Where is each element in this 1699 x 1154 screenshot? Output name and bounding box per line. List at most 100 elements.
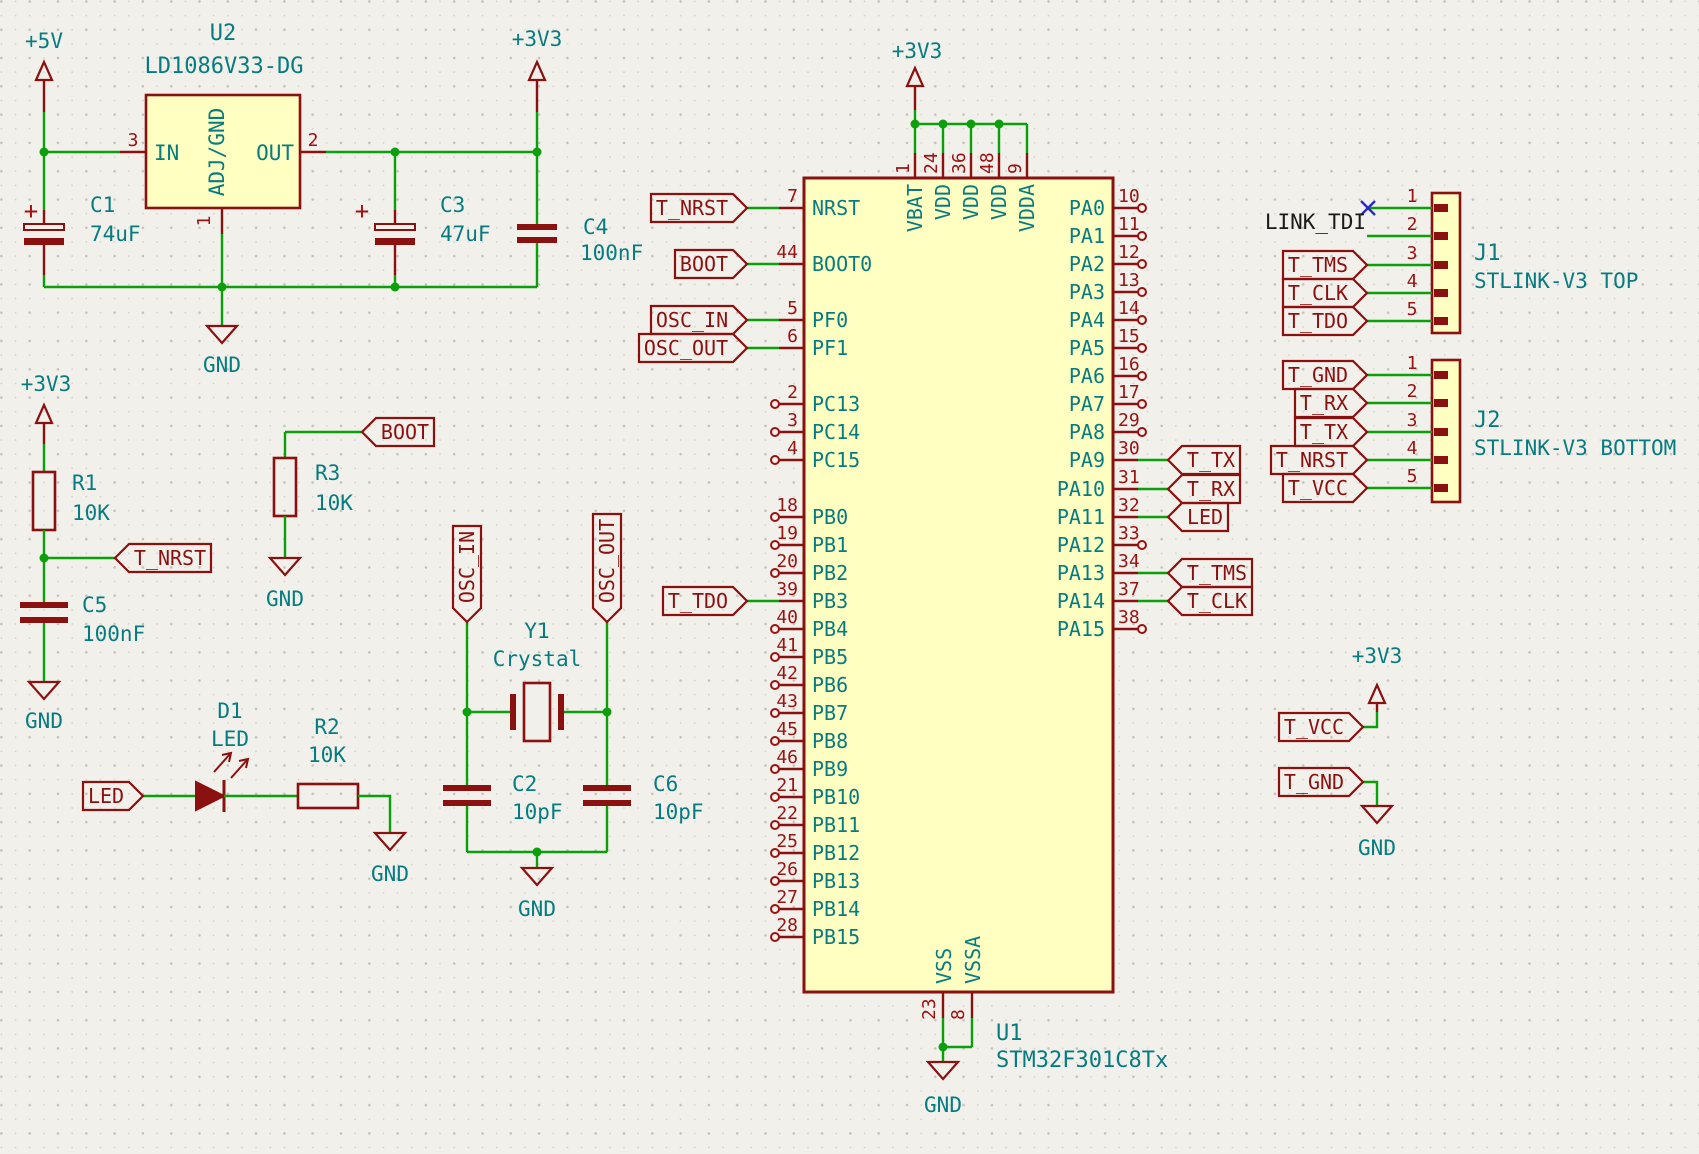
hlabel-T_VCC[interactable]: T_VCC xyxy=(1281,472,1369,504)
hlabel-T_RX[interactable]: T_RX xyxy=(1166,473,1242,505)
J1-pin-4[interactable]: 4T_CLK xyxy=(1281,271,1448,309)
power-flag-5v[interactable]: +5V xyxy=(25,29,63,152)
part-value[interactable]: 74uF xyxy=(90,222,141,246)
hlabel-OSC_IN[interactable]: OSC_IN xyxy=(649,304,749,336)
ref-designator[interactable]: R1 xyxy=(72,471,97,495)
ref-designator[interactable]: U1 xyxy=(996,1021,1023,1046)
ref-designator[interactable]: C3 xyxy=(440,193,465,217)
hlabel-LED[interactable]: LED xyxy=(1166,501,1230,533)
part-value[interactable]: 100nF xyxy=(580,241,643,265)
capacitor-c6[interactable]: C6 10pF xyxy=(583,712,704,852)
hlabel-BOOT[interactable]: BOOT xyxy=(360,416,436,448)
ref-designator[interactable]: J2 xyxy=(1474,408,1501,433)
capacitor-c4[interactable]: C4 100nF xyxy=(517,152,643,287)
hlabel-OSC_OUT[interactable]: OSC_OUT xyxy=(591,512,623,624)
capacitor-c1[interactable]: + C1 74uF xyxy=(23,152,141,287)
capacitor-c2[interactable]: C2 10pF xyxy=(443,712,563,852)
part-value[interactable]: 10K xyxy=(308,743,346,767)
part-value[interactable]: STLINK-V3 TOP xyxy=(1474,269,1638,293)
part-value[interactable]: Crystal xyxy=(493,647,582,671)
J1-pin-3[interactable]: 3T_TMS xyxy=(1281,243,1448,281)
J2-pin-2[interactable]: 2T_RX xyxy=(1293,381,1448,419)
hlabel-T_NRST[interactable]: T_NRST xyxy=(113,542,213,574)
J2-pin-5[interactable]: 5T_VCC xyxy=(1281,466,1448,504)
ref-designator[interactable]: U2 xyxy=(210,21,237,46)
part-value[interactable]: STM32F301C8Tx xyxy=(996,1048,1168,1073)
ref-designator[interactable]: C2 xyxy=(512,772,537,796)
J1-pin-5[interactable]: 5T_TDO xyxy=(1281,299,1448,337)
power-flag-3v3-reset[interactable]: +3V3 xyxy=(21,372,72,472)
regulator-u2[interactable]: U2 LD1086V33-DG IN OUT ADJ/GND 3 2 1 xyxy=(128,21,319,226)
crystal-y1[interactable]: Y1 Crystal xyxy=(493,619,582,743)
part-value[interactable]: 10K xyxy=(315,491,353,515)
power-flag-3v3-reg[interactable]: +3V3 xyxy=(512,27,563,152)
symbol-body[interactable] xyxy=(144,93,302,210)
ref-designator[interactable]: C6 xyxy=(653,772,678,796)
ref-designator[interactable]: Y1 xyxy=(524,619,549,643)
part-value[interactable]: 10pF xyxy=(653,800,704,824)
ref-designator[interactable]: C5 xyxy=(82,593,107,617)
resistor-r1[interactable]: R1 10K xyxy=(31,470,110,532)
j1-connector[interactable]: J1 STLINK-V3 TOP xyxy=(1430,191,1638,335)
hlabel-T_NRST[interactable]: T_NRST xyxy=(649,192,749,224)
power-flag-3v3-tvcc[interactable]: +3V3 xyxy=(1352,644,1403,712)
hlabel-T_GND[interactable]: T_GND xyxy=(1277,766,1365,798)
part-value[interactable]: STLINK-V3 BOTTOM xyxy=(1474,436,1676,460)
part-value[interactable]: LED xyxy=(211,727,249,751)
ref-designator[interactable]: C4 xyxy=(583,215,608,239)
gnd-symbol-tgnd[interactable]: GND xyxy=(1358,804,1396,860)
hlabel-BOOT[interactable]: BOOT xyxy=(673,248,749,280)
capacitor-c3[interactable]: + C3 47uF xyxy=(355,152,491,287)
hlabel-T_TX[interactable]: T_TX xyxy=(1293,416,1369,448)
J2-pin-3[interactable]: 3T_TX xyxy=(1293,410,1448,448)
part-value[interactable]: 100nF xyxy=(82,622,145,646)
hlabel-OSC_IN[interactable]: OSC_IN xyxy=(451,524,483,624)
hlabel-T_CLK[interactable]: T_CLK xyxy=(1281,277,1369,309)
hlabel-T_NRST[interactable]: T_NRST xyxy=(1269,444,1369,476)
gnd-symbol-c5[interactable]: GND xyxy=(25,680,63,733)
hlabel-T_VCC[interactable]: T_VCC xyxy=(1277,711,1365,743)
diode-d1[interactable]: D1 LED xyxy=(195,699,250,812)
hlabel-T_TMS[interactable]: T_TMS xyxy=(1281,249,1369,281)
gnd-symbol-crystal[interactable]: GND xyxy=(518,852,556,921)
ref-designator[interactable]: J1 xyxy=(1474,241,1501,266)
gnd-symbol-r3[interactable]: GND xyxy=(266,556,304,611)
